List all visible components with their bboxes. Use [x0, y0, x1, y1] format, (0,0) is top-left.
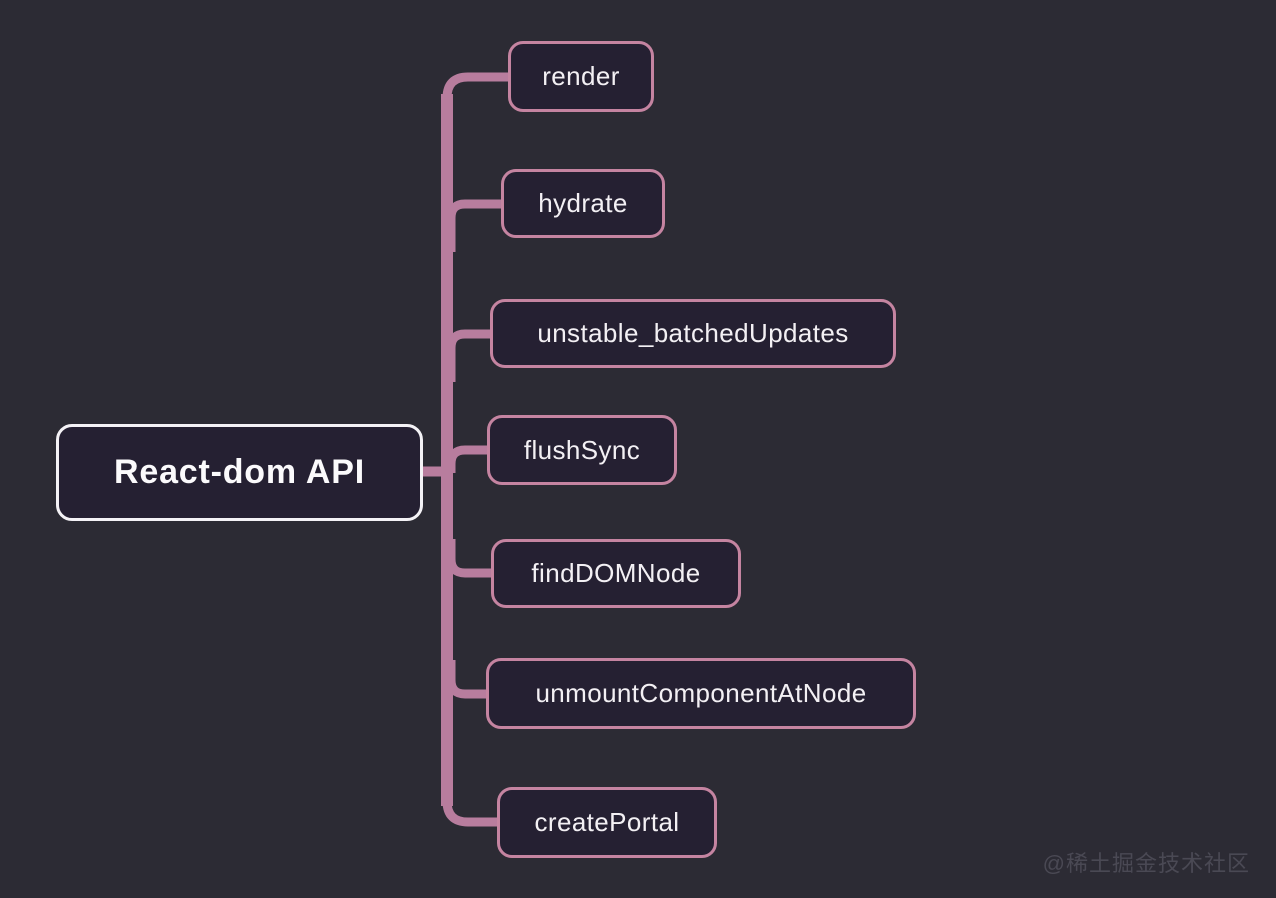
node-createportal[interactable]: createPortal: [497, 787, 717, 858]
node-unstable-batchedupdates[interactable]: unstable_batchedUpdates: [490, 299, 896, 368]
node-react-dom-api[interactable]: React-dom API: [56, 424, 423, 521]
node-label: findDOMNode: [531, 558, 701, 588]
node-flushsync[interactable]: flushSync: [487, 415, 677, 485]
branch-flushsync: [446, 445, 491, 473]
node-label: hydrate: [538, 188, 628, 218]
branch-unmountcomponentatnode: [446, 660, 490, 699]
branch-finddomnode: [446, 539, 495, 578]
node-label: unmountComponentAtNode: [535, 678, 867, 708]
root-node-label: React-dom API: [114, 453, 365, 491]
node-label: render: [542, 61, 620, 91]
node-finddomnode[interactable]: findDOMNode: [491, 539, 741, 608]
node-label: createPortal: [534, 807, 680, 837]
node-hydrate[interactable]: hydrate: [501, 169, 665, 238]
node-label: flushSync: [523, 434, 641, 465]
branch-hydrate: [446, 199, 504, 252]
node-render[interactable]: render: [508, 41, 654, 112]
branch-unstable-batchedupdates: [446, 329, 494, 382]
watermark: @稀土掘金技术社区: [1042, 851, 1250, 876]
node-unmountcomponentatnode[interactable]: unmountComponentAtNode: [486, 658, 916, 729]
node-label: unstable_batchedUpdates: [537, 318, 849, 348]
